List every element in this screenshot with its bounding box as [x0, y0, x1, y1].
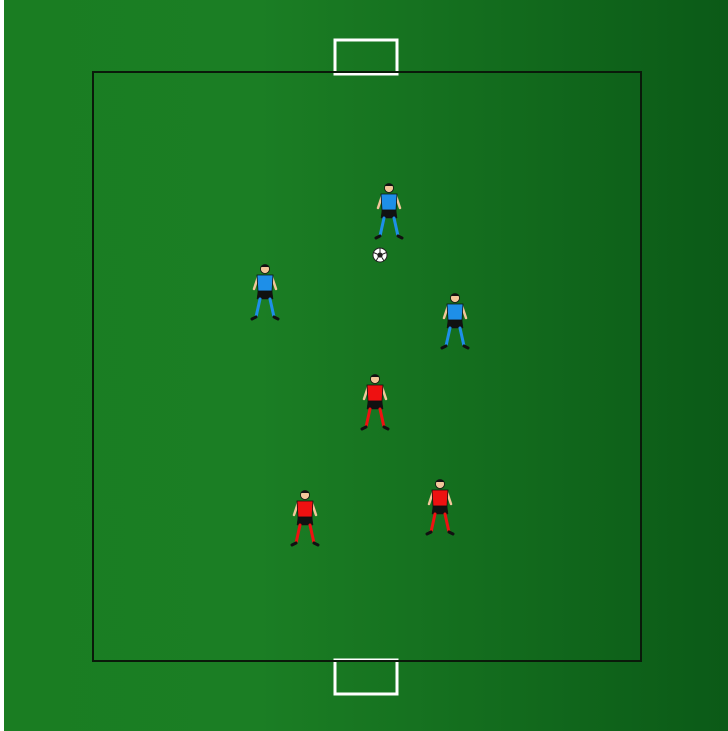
drill-diagram [4, 0, 728, 731]
soccer-ball-icon [373, 248, 387, 262]
pitch-canvas [4, 0, 728, 731]
grass-field [4, 0, 728, 731]
